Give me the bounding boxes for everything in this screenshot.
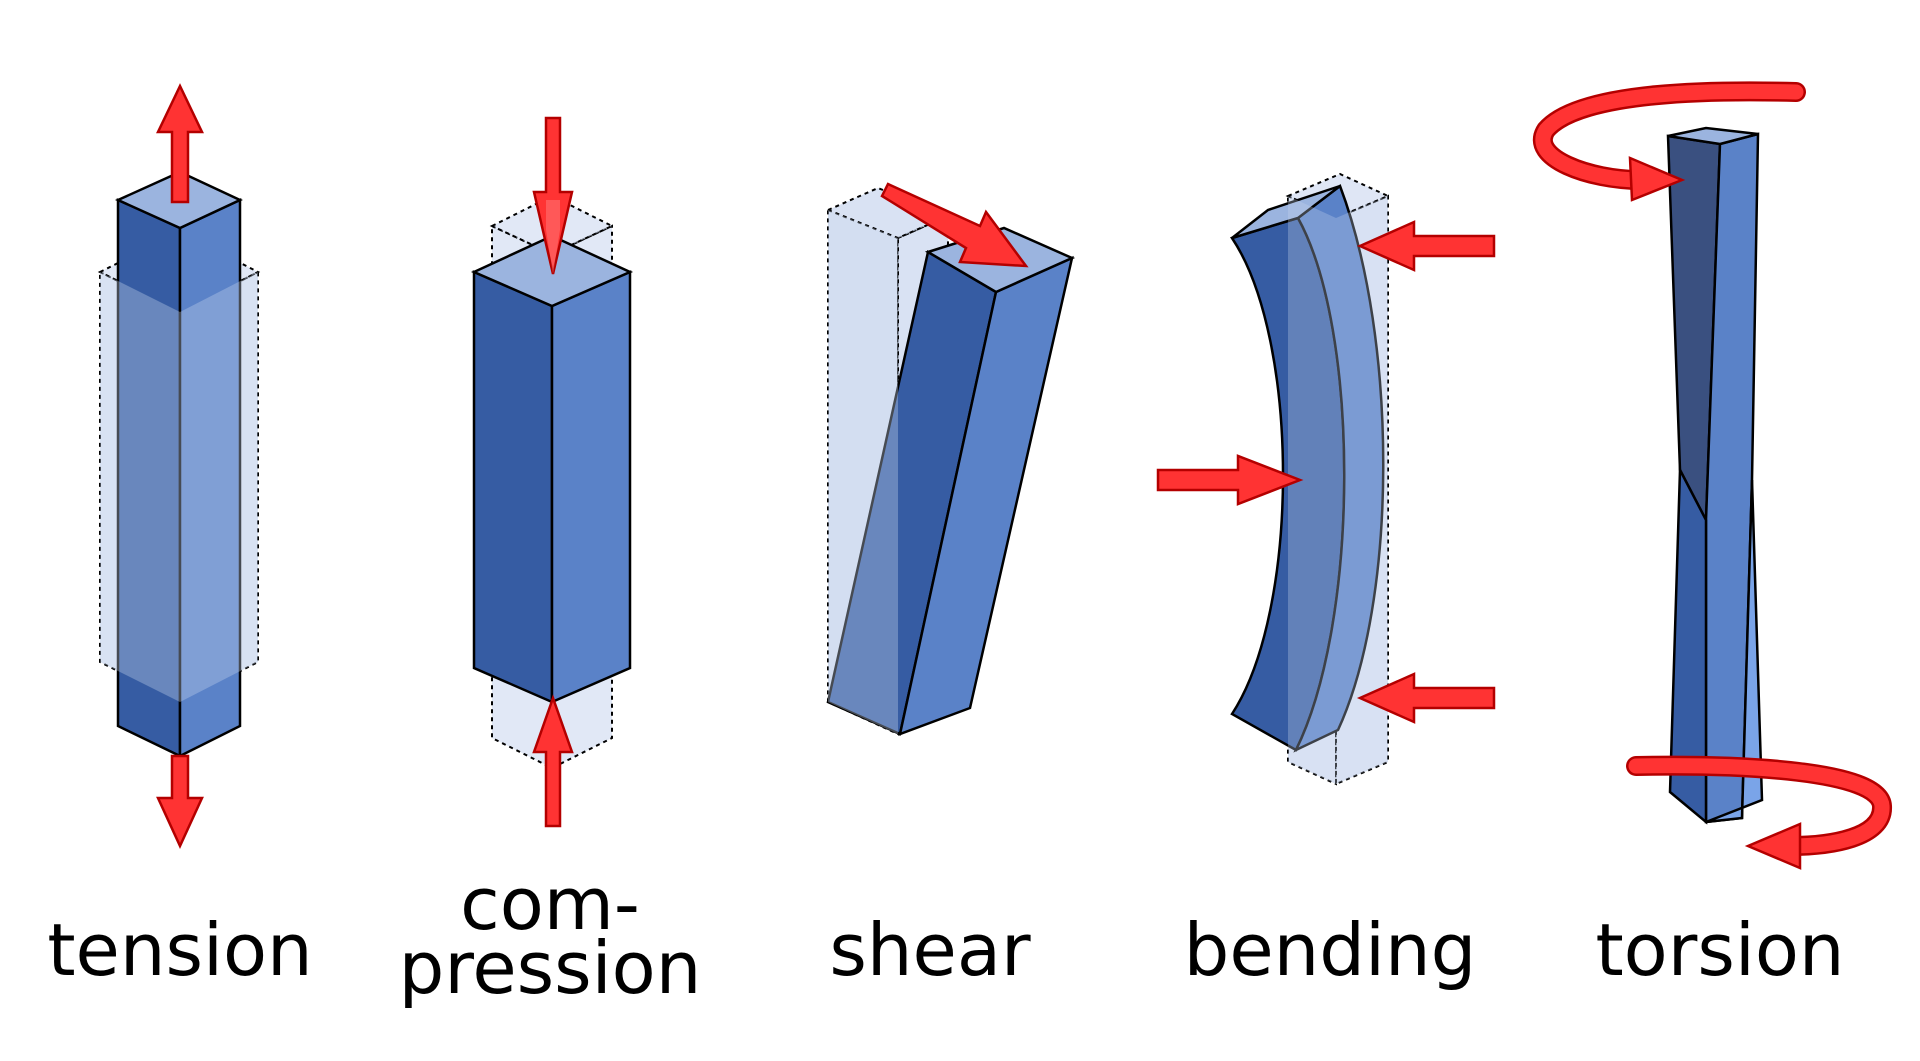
shear-figure	[825, 182, 1076, 736]
tension-stretched-bar	[114, 170, 243, 759]
label-bending: bending	[1183, 908, 1477, 992]
torsion-twisted-bar	[1666, 126, 1764, 825]
label-tension: tension	[47, 908, 313, 992]
torsion-figure	[1533, 81, 1892, 870]
label-compression-line2: pression	[398, 926, 702, 1010]
compression-squashed-bar	[470, 234, 634, 704]
tension-down-arrow-icon	[156, 754, 204, 850]
compression-figure	[470, 116, 634, 828]
shear-arrow-icon	[880, 182, 1029, 268]
torsion-top-twist-arrow-icon	[1533, 81, 1806, 202]
torsion-bottom-twist-arrow-icon	[1626, 755, 1892, 870]
label-compression-line1: com-	[460, 862, 640, 946]
bending-top-arrow-icon	[1356, 220, 1496, 272]
label-compression: com- pression	[380, 862, 720, 1010]
tension-up-arrow-icon	[156, 83, 204, 204]
bending-middle-arrow-icon	[1156, 454, 1304, 506]
compression-up-arrow-icon	[532, 694, 574, 828]
compression-down-arrow-icon	[532, 116, 574, 275]
tension-figure	[97, 83, 261, 850]
label-torsion: torsion	[1595, 908, 1845, 992]
bending-bottom-arrow-icon	[1356, 672, 1496, 724]
label-shear: shear	[829, 908, 1031, 992]
bending-figure	[1156, 172, 1496, 786]
